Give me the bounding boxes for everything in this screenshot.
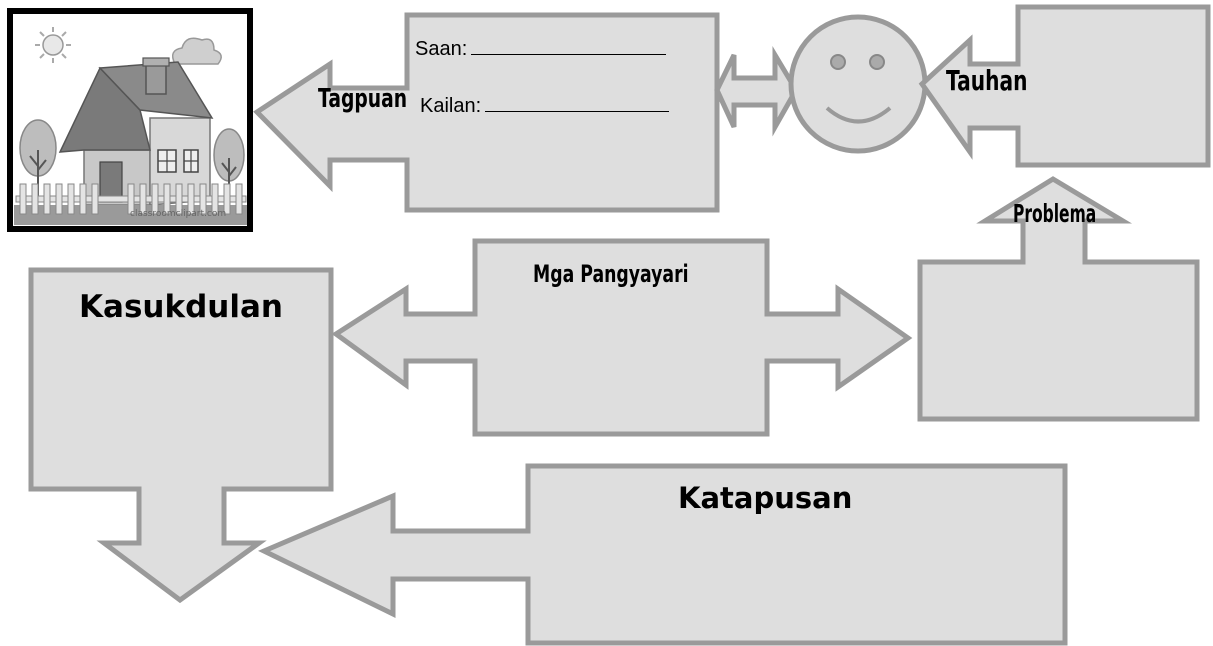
image-watermark: classroomclipart.com bbox=[130, 209, 227, 219]
field-saan: Saan: bbox=[415, 36, 667, 61]
label-kailan: Kailan: bbox=[420, 95, 482, 117]
field-kailan: Kailan: bbox=[420, 93, 670, 118]
katapusan-arrow-box bbox=[257, 463, 1068, 646]
problema-arrow-box bbox=[917, 176, 1200, 422]
saan-blank-line bbox=[471, 36, 667, 55]
label-tagpuan: Tagpuan bbox=[318, 84, 408, 114]
label-tauhan: Tauhan bbox=[946, 64, 1028, 97]
smiley-face-icon bbox=[788, 14, 928, 154]
fence bbox=[15, 183, 247, 215]
label-problema: Problema bbox=[1013, 199, 1097, 228]
kasukdulan-arrow-box bbox=[28, 267, 334, 604]
smiley-features bbox=[825, 54, 892, 124]
tree-right-icon bbox=[213, 128, 245, 202]
label-mga-pangyayari: Mga Pangyayari bbox=[533, 260, 689, 288]
tauhan-arrow-box bbox=[918, 4, 1211, 168]
tagpuan-arrow-box bbox=[253, 12, 720, 213]
label-kasukdulan: Kasukdulan bbox=[79, 289, 283, 325]
label-katapusan: Katapusan bbox=[678, 481, 853, 515]
mga-pangyayari-arrow-box bbox=[331, 238, 913, 437]
cloud-icon bbox=[171, 37, 222, 65]
label-saan: Saan: bbox=[415, 38, 468, 60]
house-icon bbox=[58, 57, 214, 206]
connector-double-arrow bbox=[714, 45, 799, 137]
kailan-blank-line bbox=[485, 93, 670, 112]
sun-icon bbox=[35, 27, 71, 63]
house-image bbox=[7, 8, 253, 232]
